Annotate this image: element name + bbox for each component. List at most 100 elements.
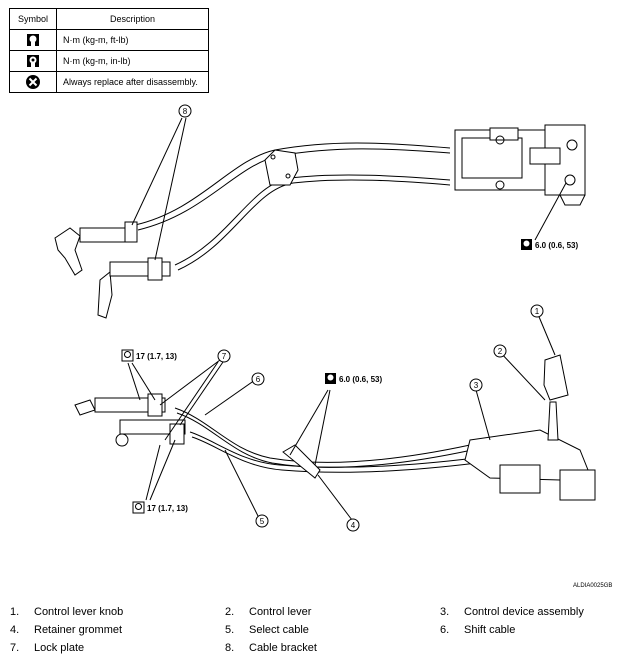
bracket-bolt	[495, 135, 505, 145]
part-item: 8. Cable bracket	[225, 642, 317, 654]
always-replace-icon	[26, 75, 40, 89]
leader-line	[289, 389, 329, 456]
leader-line	[536, 311, 556, 356]
callout-3	[469, 378, 483, 392]
lower-shift-cable	[174, 407, 471, 463]
upper-assembly	[54, 117, 586, 319]
part-name: Control device assembly	[464, 606, 584, 618]
callout-5-label: 5	[260, 517, 265, 526]
callout-5	[255, 514, 269, 528]
part-number: 4.	[10, 624, 20, 636]
leader-line	[179, 361, 224, 426]
part-name: Lock plate	[34, 642, 85, 654]
retainer-grommet	[282, 444, 321, 479]
symbol-legend-table: Symbol Description N·m (kg-m, ft-lb) N·m…	[9, 8, 209, 93]
part-name: Shift cable	[464, 624, 516, 636]
part-number: 3.	[440, 606, 450, 618]
callout-8	[178, 104, 192, 118]
upper-lever-end	[54, 227, 83, 276]
part-number: 5.	[225, 624, 235, 636]
torque-value: 17 (1.7, 13)	[136, 352, 177, 361]
legend-row: Always replace after disassembly.	[9, 71, 209, 93]
leader-line	[164, 361, 219, 441]
lower-shift-cable-outline	[176, 412, 473, 468]
lower-lock-plate	[147, 257, 163, 281]
part-item: 2. Control lever	[225, 606, 311, 618]
leader-line	[475, 389, 491, 441]
part-number: 1.	[10, 606, 20, 618]
part-name: Control lever	[249, 606, 312, 618]
legend-description: Always replace after disassembly.	[56, 71, 209, 93]
torque-ftlb-icon	[132, 501, 145, 514]
leader-line	[131, 117, 183, 226]
part-item: 1.Control lever knob	[10, 606, 123, 618]
callout-2	[493, 344, 507, 358]
part-name: Cable bracket	[249, 642, 317, 654]
callout-1-label: 1	[535, 307, 540, 316]
lower-lock-plate-b	[169, 423, 185, 445]
leader-line	[204, 379, 256, 416]
upper-lock-plate	[124, 221, 138, 243]
part-number: 6.	[440, 624, 450, 636]
callout-4	[346, 518, 360, 532]
callout-circles	[178, 104, 544, 532]
torque-callout-left-lower: 17 (1.7, 13)	[132, 501, 188, 514]
part-number: 8.	[225, 642, 235, 654]
leader-line	[159, 359, 221, 406]
torque-callout-middle: 6.0 (0.6, 53)	[325, 373, 382, 384]
control-lever-knob	[543, 354, 569, 401]
lower-lever-end	[97, 271, 113, 319]
control-device-mount	[559, 469, 596, 501]
part-item: 7. Lock plate	[10, 642, 84, 654]
lower-lock-plate-a	[147, 393, 163, 417]
callout-7-label: 7	[222, 352, 227, 361]
part-number: 2.	[225, 606, 235, 618]
figure-code: ALDIA0025GB	[573, 583, 613, 589]
callout-3-label: 3	[474, 381, 479, 390]
torque-value: 17 (1.7, 13)	[147, 504, 188, 513]
callout-7	[217, 349, 231, 363]
part-name: Retainer grommet	[34, 624, 123, 636]
bracket-hole	[270, 154, 276, 160]
bracket-bolt	[495, 180, 505, 190]
lower-select-cable-end	[119, 419, 186, 435]
lower-select-cable-outline	[191, 436, 478, 473]
part-item: 3. Control device assembly	[440, 606, 584, 618]
lower-cable-eye	[115, 433, 129, 447]
part-number: 7.	[10, 642, 20, 654]
bracket-foot	[559, 194, 586, 206]
bracket-bolt	[564, 174, 576, 186]
part-name: Select cable	[249, 624, 309, 636]
lower-lever-tab	[74, 399, 96, 416]
callout-8-label: 8	[183, 107, 188, 116]
torque-ftlb-icon	[27, 34, 39, 46]
part-item: 4. Retainer grommet	[10, 624, 122, 636]
torque-value: 6.0 (0.6, 53)	[535, 241, 578, 250]
callout-labels: 8 1 2 3 7 6 5 4	[183, 107, 540, 530]
leader-line	[154, 117, 187, 261]
shift-cable-diagram: 8 1 2 3 7 6 5 4 6.0 (0.6, 53) 6.0 (0.6, …	[54, 104, 596, 532]
bracket-clamp	[529, 147, 561, 165]
legend-header-row: Symbol Description	[9, 8, 209, 30]
leader-line	[127, 362, 141, 401]
torque-callout-left-upper: 17 (1.7, 13)	[121, 349, 177, 362]
part-item: 6. Shift cable	[440, 624, 515, 636]
torque-inlb-icon	[27, 55, 39, 67]
legend-row: N·m (kg-m, ft-lb)	[9, 29, 209, 51]
leader-line	[149, 439, 176, 501]
part-item: 5. Select cable	[225, 624, 309, 636]
leader-line	[145, 444, 161, 501]
callout-6	[251, 372, 265, 386]
lower-select-cable	[189, 431, 476, 468]
torque-callouts: 6.0 (0.6, 53) 6.0 (0.6, 53) 17 (1.7, 13)…	[121, 239, 578, 514]
legend-symbol-cell	[9, 29, 57, 51]
upper-cable-bracket	[264, 149, 299, 186]
lower-assembly	[74, 311, 596, 521]
bracket-bolt	[566, 139, 578, 151]
torque-callout-top-right: 6.0 (0.6, 53)	[521, 239, 578, 250]
leader-line	[131, 362, 156, 401]
leader-line	[534, 182, 567, 241]
leader-line	[224, 449, 261, 521]
control-device-base	[499, 464, 541, 494]
callout-4-label: 4	[351, 521, 356, 530]
